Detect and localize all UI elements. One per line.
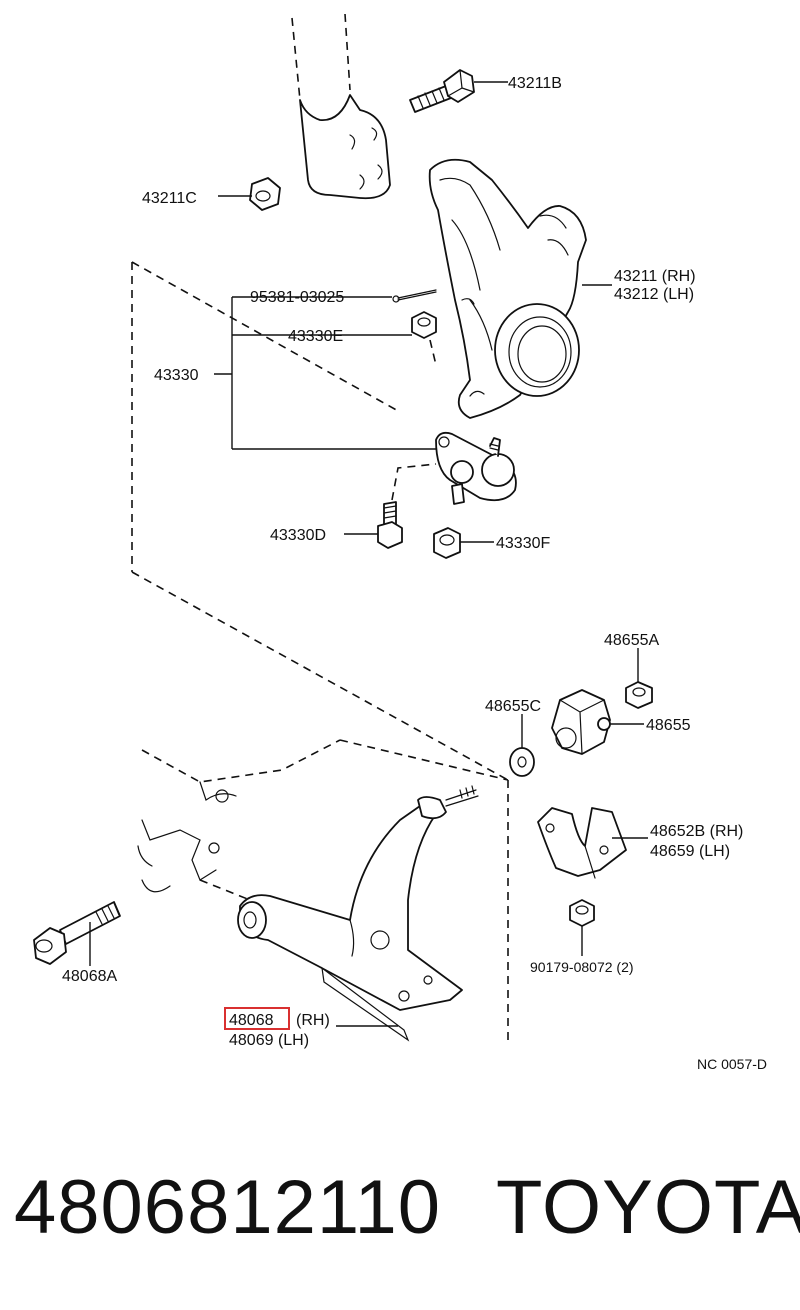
bracket-48652b-drawing [537, 807, 627, 879]
diagram-code: NC 0057-D [697, 1056, 767, 1072]
label-48652b-rh: 48652B (RH) [650, 823, 743, 840]
nut-48655a-icon [625, 681, 653, 709]
subframe-drawing [137, 739, 509, 1045]
label-48068a: 48068A [62, 968, 117, 985]
brand-name: TOYOTA [496, 1165, 800, 1250]
label-48068-rh: (RH) [296, 1012, 330, 1029]
label-48068-highlighted[interactable]: 48068 [229, 1012, 274, 1029]
label-43212-lh: 43212 (LH) [614, 286, 694, 303]
strut-drawing [291, 13, 391, 200]
label-90179-08072: 90179-08072 (2) [530, 959, 634, 975]
nut-43330e-icon [411, 311, 437, 366]
label-43211c: 43211C [142, 190, 197, 207]
label-48655a: 48655A [604, 632, 659, 649]
parts-diagram: 43211B 43211C 43211 (RH) 43212 (LH) 9538… [33, 13, 767, 1072]
part-number: 4806812110 [14, 1165, 442, 1250]
nut-43211c-icon [249, 177, 281, 211]
label-48655c: 48655C [485, 698, 541, 715]
washer-48655c-icon [509, 747, 535, 777]
nut-43330f-icon [433, 527, 461, 559]
label-43330: 43330 [154, 367, 199, 384]
parts-diagram-svg: 43211B 43211C 43211 (RH) 43212 (LH) 9538… [33, 13, 767, 1072]
bolt-48068a-icon [33, 901, 121, 965]
label-43211b: 43211B [508, 75, 562, 92]
ball-joint-drawing [435, 431, 517, 505]
label-48069-lh: 48069 (LH) [229, 1032, 309, 1049]
label-43330f: 43330F [496, 535, 550, 552]
bolt-43330d-icon [377, 463, 437, 549]
label-48659-lh: 48659 (LH) [650, 843, 730, 860]
label-43330e: 43330E [288, 328, 343, 345]
label-43330d: 43330D [270, 527, 326, 544]
lower-control-arm-drawing [237, 785, 479, 1042]
highlight-box [224, 1007, 290, 1030]
label-43211-rh: 43211 (RH) [614, 268, 696, 285]
nut-90179-icon [569, 899, 595, 927]
cotter-pin-icon [397, 289, 437, 301]
bushing-48655-drawing [551, 689, 611, 755]
label-48655: 48655 [646, 717, 691, 734]
label-95381-03025: 95381-03025 [250, 289, 344, 306]
steering-knuckle-drawing [428, 158, 587, 419]
bolt-43211b-icon [409, 69, 475, 113]
